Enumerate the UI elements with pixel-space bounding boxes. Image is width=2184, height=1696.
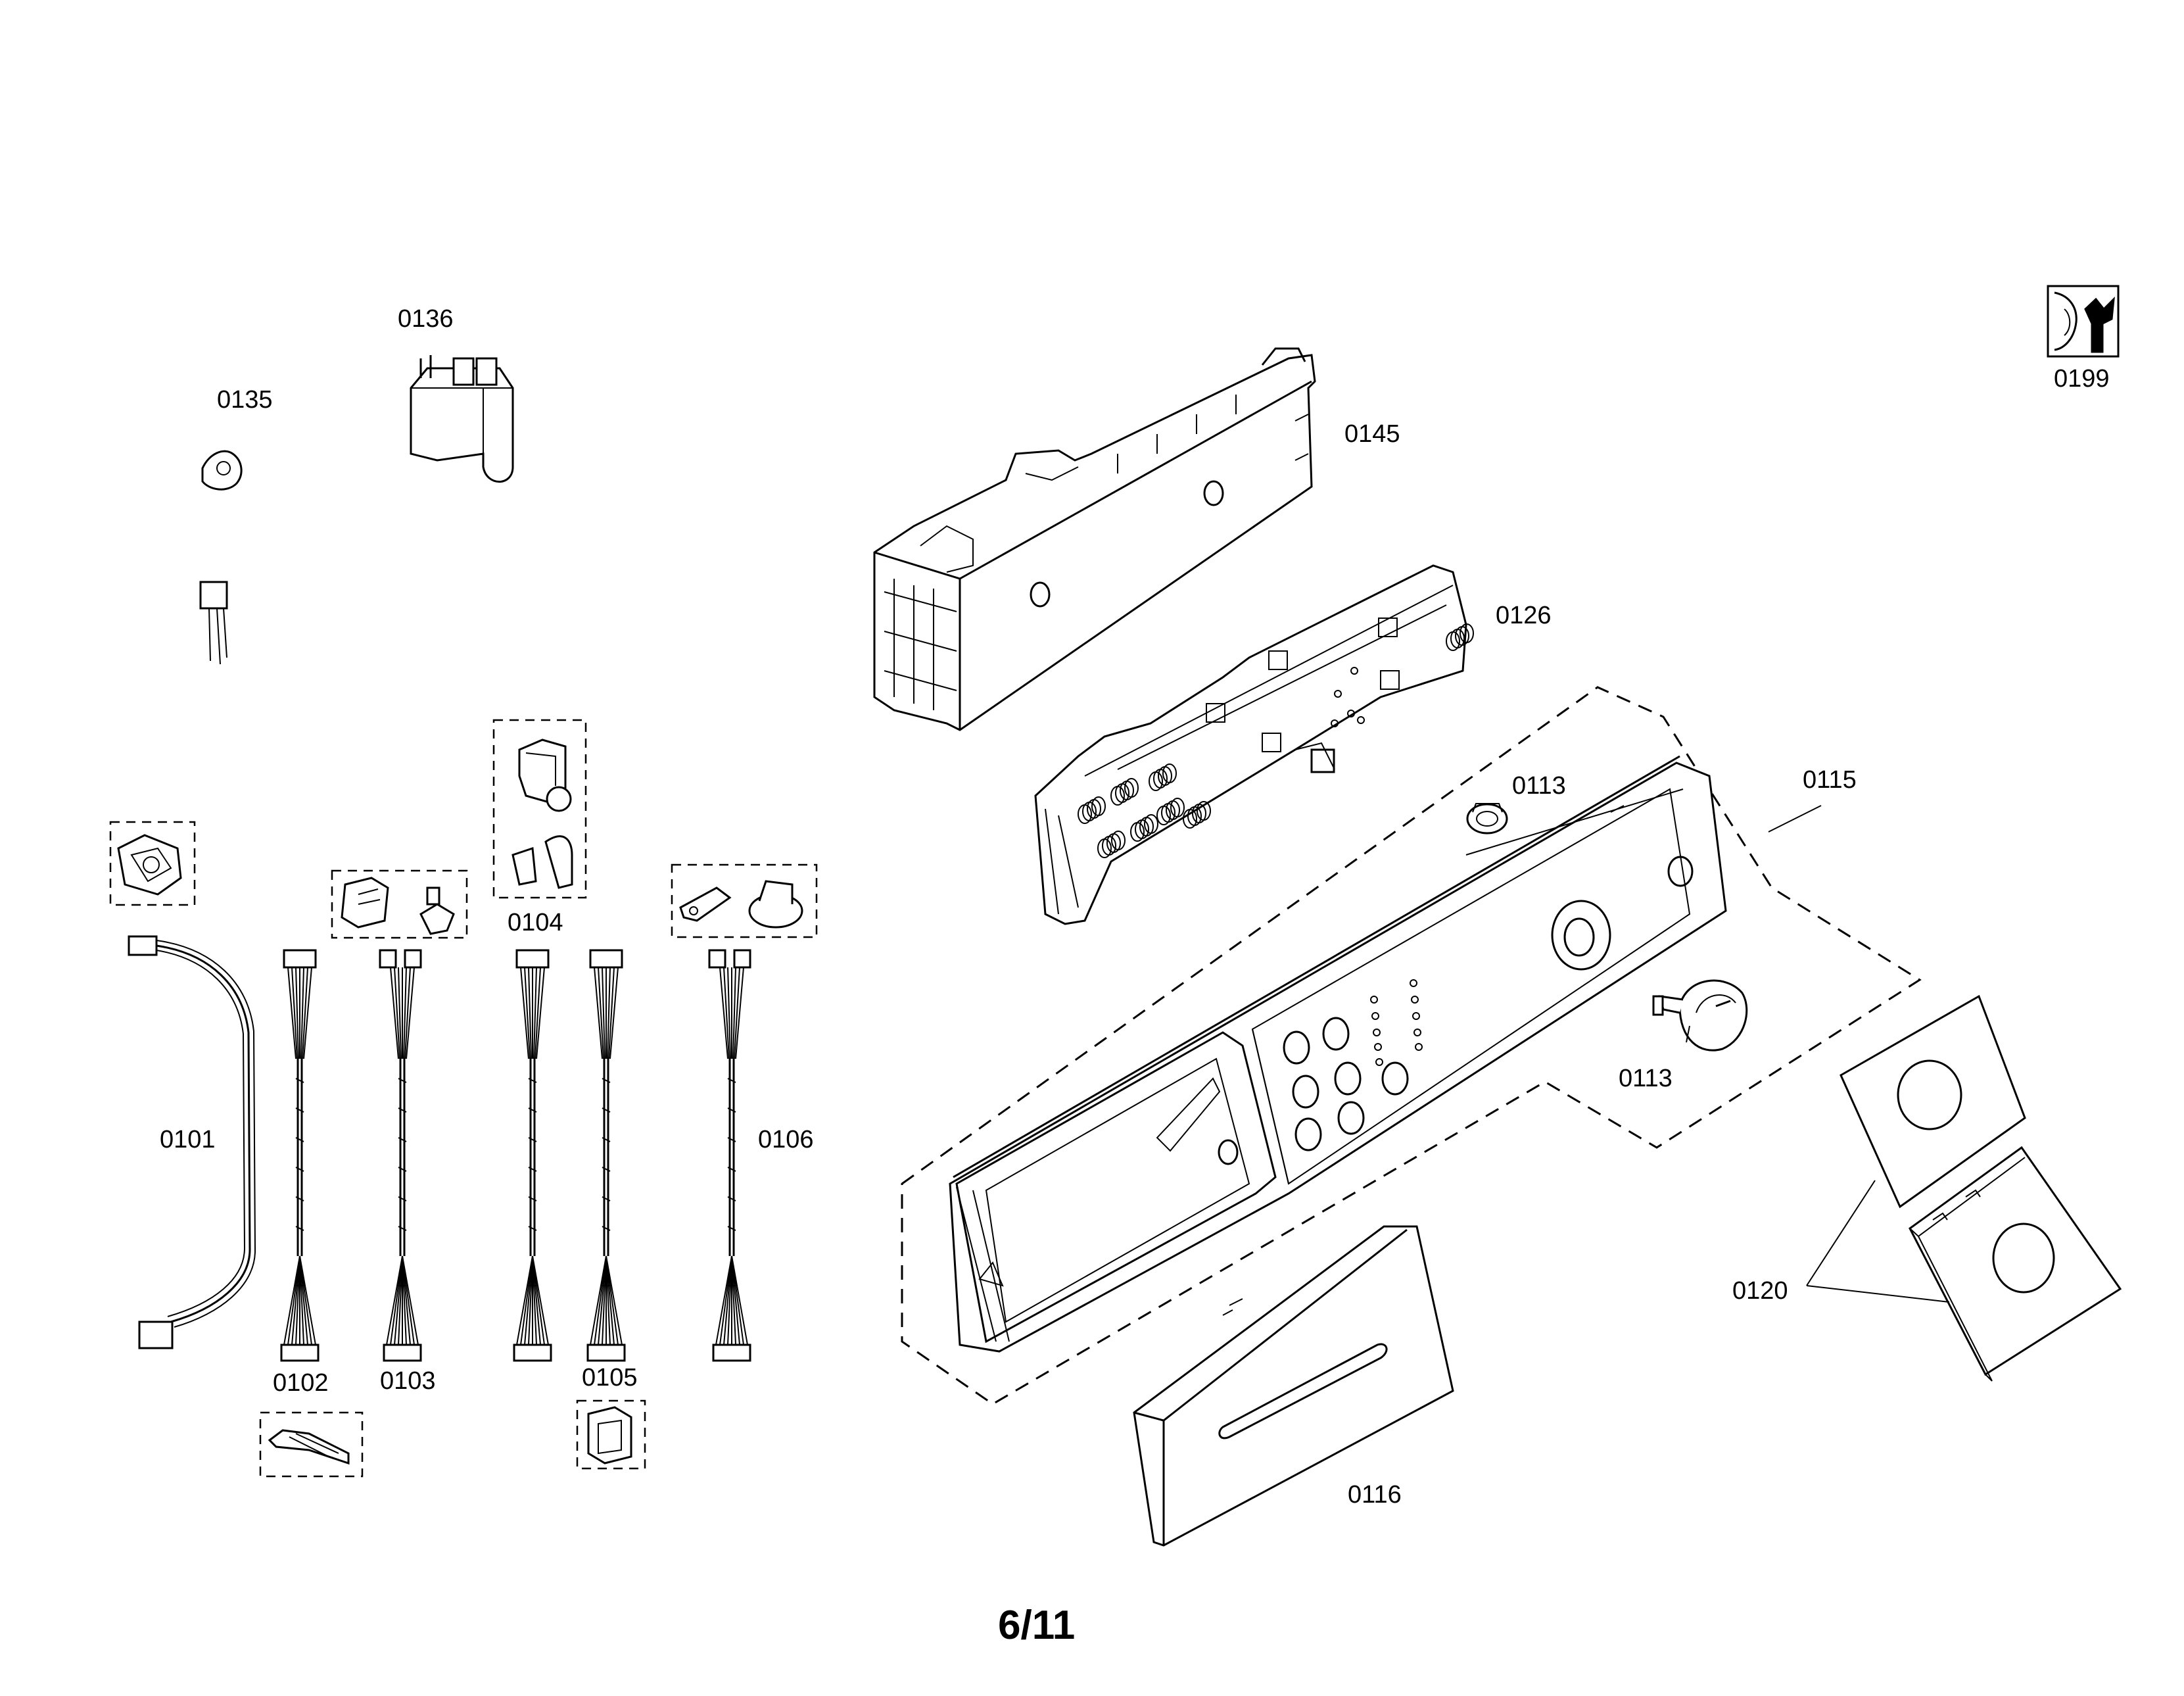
board-springs xyxy=(1078,623,1474,858)
panel-led-dot xyxy=(1411,996,1419,1004)
board-spring xyxy=(1110,778,1139,806)
board-spring xyxy=(1156,798,1185,825)
trim-plate-0120-upper xyxy=(1840,994,2026,1209)
wire-harness-0101 xyxy=(128,935,256,1349)
control-module-0101-part xyxy=(109,821,196,906)
control-panel-fascia-0115 xyxy=(949,755,1727,1353)
power-cord-part xyxy=(199,450,243,665)
panel-led-dot xyxy=(1373,1029,1381,1036)
panel-led-dot xyxy=(1412,1012,1420,1020)
label-0103: 0103 xyxy=(380,1367,436,1395)
board-spring xyxy=(1097,831,1126,858)
panel-button xyxy=(1381,1061,1409,1096)
wire-harness-group xyxy=(280,949,751,1362)
label-0126: 0126 xyxy=(1496,602,1552,629)
page-number: 6/11 xyxy=(998,1603,1075,1648)
wire-harness-0103 xyxy=(379,949,422,1362)
control-module-housing-0145 xyxy=(873,347,1316,731)
board-spring xyxy=(1149,763,1177,791)
panel-button xyxy=(1337,1101,1365,1135)
panel-assembly-outline-0115 xyxy=(901,686,1922,1405)
knob-0113-top xyxy=(1466,803,1508,835)
panel-buttons xyxy=(1283,979,1423,1151)
label-0105: 0105 xyxy=(582,1364,638,1392)
panel-led-dot xyxy=(1374,1043,1382,1051)
pressure-switch-0106-part xyxy=(671,863,818,938)
leader-0115 xyxy=(1768,805,1822,833)
panel-button xyxy=(1283,1030,1310,1065)
panel-button xyxy=(1322,1017,1350,1051)
wire-harness-0106 xyxy=(708,949,751,1362)
panel-led-dot xyxy=(1415,1043,1423,1051)
label-0199: 0199 xyxy=(2054,365,2110,393)
label-0104: 0104 xyxy=(508,909,563,936)
wire-harness-0102 xyxy=(280,949,320,1362)
sensor-0103-part xyxy=(331,869,468,939)
label-0135: 0135 xyxy=(217,386,273,414)
board-spring xyxy=(1130,814,1158,842)
wire-harness-0104b xyxy=(586,949,626,1362)
connector-0102-part xyxy=(259,1411,364,1478)
service-wrench-icon xyxy=(2047,285,2120,358)
board-spring xyxy=(1183,801,1211,829)
panel-button xyxy=(1334,1061,1362,1096)
board-spring-end xyxy=(1446,623,1474,651)
interference-filter-part xyxy=(410,355,514,483)
leader-0120 xyxy=(1806,1180,1950,1303)
board-spring xyxy=(1078,796,1106,824)
panel-button xyxy=(1292,1075,1319,1109)
label-0120: 0120 xyxy=(1732,1277,1788,1305)
panel-led-dot xyxy=(1413,1029,1421,1036)
switch-0105-part xyxy=(576,1399,646,1470)
panel-led-dot xyxy=(1375,1058,1383,1066)
dispenser-drawer-0116 xyxy=(1133,1225,1454,1547)
label-0101: 0101 xyxy=(160,1126,216,1153)
label-0136: 0136 xyxy=(398,305,454,333)
panel-led-dot xyxy=(1410,979,1417,987)
wire-harness-0104a xyxy=(513,949,552,1362)
valve-0104-part xyxy=(492,719,587,899)
label-0113-right: 0113 xyxy=(1619,1065,1673,1092)
label-0113-top: 0113 xyxy=(1512,772,1566,800)
trim-plate-0120-lower xyxy=(1909,1146,2122,1382)
label-0115: 0115 xyxy=(1803,766,1857,794)
label-0106: 0106 xyxy=(758,1126,814,1153)
label-0145: 0145 xyxy=(1344,420,1400,448)
label-0102: 0102 xyxy=(273,1369,329,1397)
label-0116: 0116 xyxy=(1348,1481,1402,1509)
panel-led-dot xyxy=(1370,996,1378,1004)
knob-0113-right xyxy=(1652,979,1748,1052)
panel-led-dot xyxy=(1371,1012,1379,1020)
panel-button xyxy=(1294,1117,1322,1151)
